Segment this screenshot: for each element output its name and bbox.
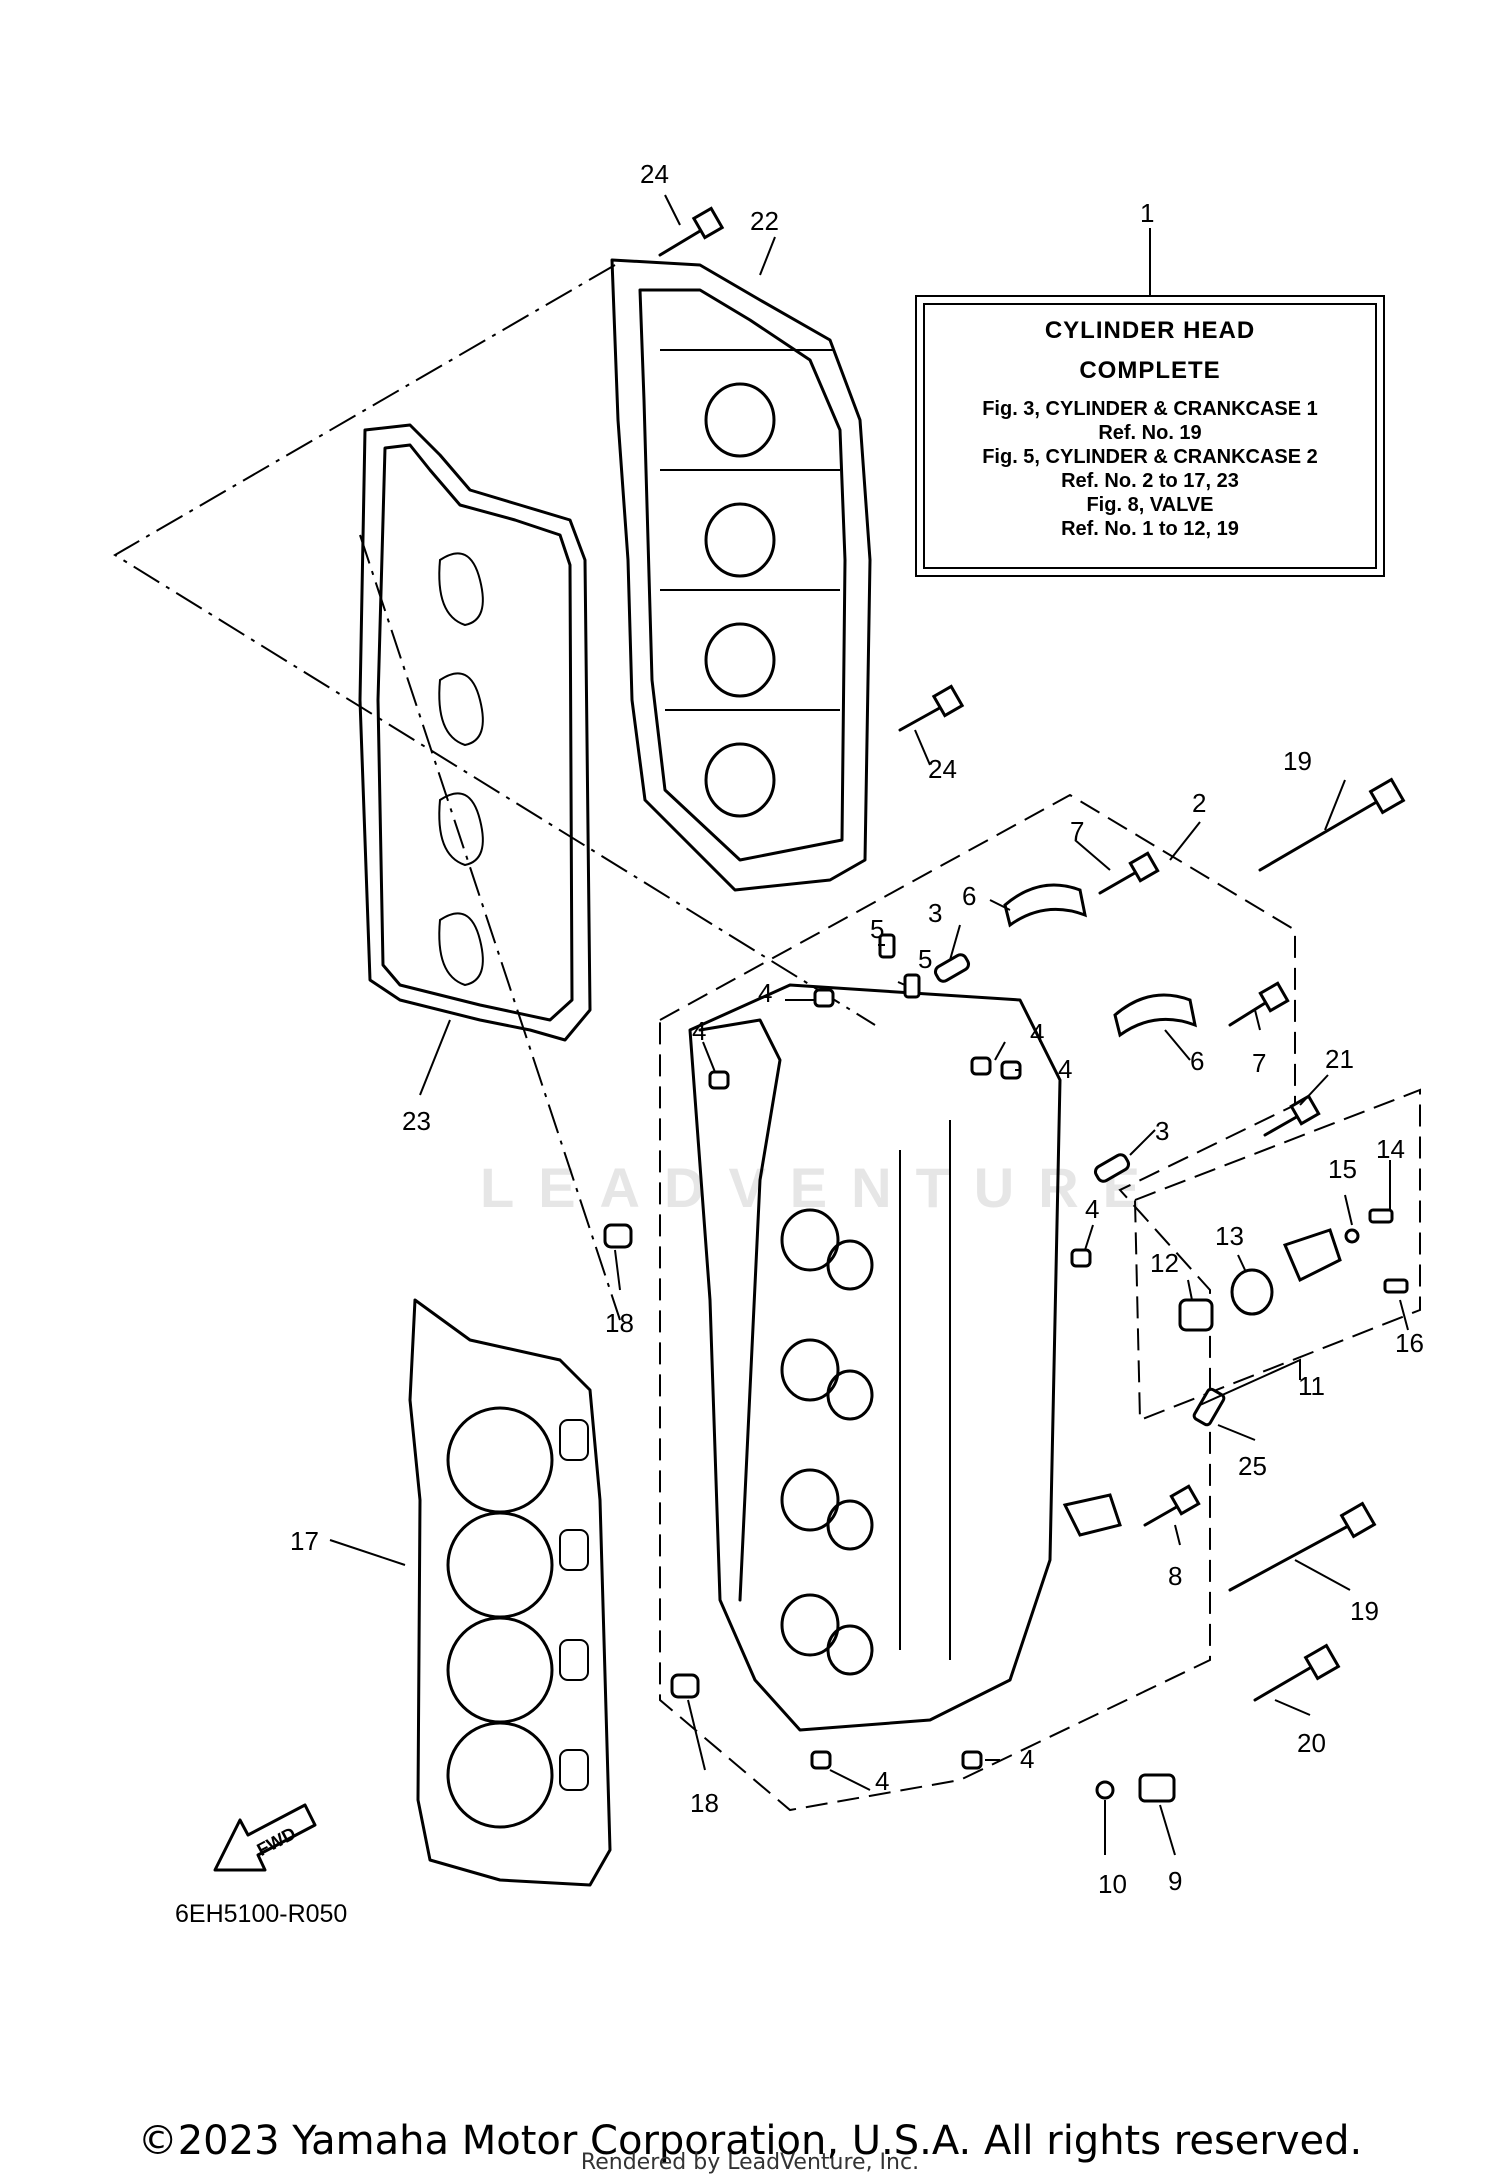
callout-5a: 5 (870, 914, 884, 944)
callout-10: 10 (1098, 1869, 1127, 1899)
callout-numbers: 1 2 3 3 4 4 4 4 4 4 4 5 5 6 6 7 7 8 9 10… (290, 159, 1424, 1899)
cylinder-head-info-box: CYLINDER HEAD COMPLETE Fig. 3, CYLINDER … (915, 295, 1385, 577)
callout-4c: 4 (1030, 1018, 1044, 1048)
callout-4b: 4 (692, 1016, 706, 1046)
callout-22: 22 (750, 206, 779, 236)
info-box-title: CYLINDER HEAD (1044, 317, 1256, 344)
alignment-line-gasket (359, 534, 621, 1321)
callout-24b: 24 (928, 754, 957, 784)
callout-13: 13 (1215, 1221, 1244, 1251)
watermark: LEADVENTURE (480, 1156, 1165, 1219)
callout-14: 14 (1376, 1134, 1405, 1164)
leader-lines (329, 194, 1409, 1856)
info-box-refs: Fig. 3, CYLINDER & CRANKCASE 1 Ref. No. … (917, 397, 1383, 541)
small-parts (603, 206, 1409, 1803)
cylinder-head (688, 983, 1062, 1732)
callout-7a: 7 (1070, 816, 1084, 846)
callout-4g: 4 (1020, 1744, 1034, 1774)
callout-11: 11 (1298, 1371, 1325, 1401)
alignment-line-upper (113, 264, 876, 1026)
diagram-code: 6EH5100-R050 (175, 1900, 348, 1928)
callout-6a: 6 (962, 881, 976, 911)
info-ref-fig: Fig. 8, VALVE (1086, 494, 1214, 516)
copyright-notice: ©2023 Yamaha Motor Corporation, U.S.A. A… (137, 2118, 1363, 2164)
callout-25: 25 (1238, 1451, 1267, 1481)
callout-23: 23 (402, 1106, 431, 1136)
callout-18a: 18 (605, 1308, 634, 1338)
head-gasket (408, 1298, 612, 1887)
callout-4e: 4 (1085, 1194, 1099, 1224)
info-ref-fig: Fig. 5, CYLINDER & CRANKCASE 2 (982, 446, 1318, 468)
callout-21: 21 (1325, 1044, 1354, 1074)
callout-9: 9 (1168, 1866, 1182, 1896)
callout-12: 12 (1150, 1248, 1179, 1278)
info-ref-number: Ref. No. 2 to 17, 23 (1061, 470, 1239, 492)
callout-5b: 5 (918, 944, 932, 974)
callout-2: 2 (1192, 788, 1206, 818)
cylinder-head-cover (610, 258, 872, 892)
callout-4d: 4 (1058, 1054, 1072, 1084)
cover-gasket (358, 423, 592, 1042)
callout-18b: 18 (690, 1788, 719, 1818)
info-box-subtitle: COMPLETE (1079, 357, 1221, 384)
callout-4a: 4 (758, 978, 772, 1008)
callout-3a: 3 (928, 898, 942, 928)
info-ref-number: Ref. No. 19 (1098, 422, 1202, 444)
callout-15: 15 (1328, 1154, 1357, 1184)
subassembly-11-boundary (1133, 1088, 1421, 1422)
cylinder-head-boundary (659, 793, 1296, 1812)
info-ref-fig: Fig. 3, CYLINDER & CRANKCASE 1 (982, 398, 1318, 420)
callout-19b: 19 (1350, 1596, 1379, 1626)
callout-16: 16 (1395, 1328, 1424, 1358)
callout-6b: 6 (1190, 1046, 1204, 1076)
callout-7b: 7 (1252, 1048, 1266, 1078)
callout-24a: 24 (640, 159, 669, 189)
callout-8: 8 (1168, 1561, 1182, 1591)
fwd-arrow: FWD (213, 1803, 317, 1872)
callout-1: 1 (1140, 198, 1154, 228)
callout-19a: 19 (1283, 746, 1312, 776)
callout-3b: 3 (1155, 1116, 1169, 1146)
info-ref-number: Ref. No. 1 to 12, 19 (1061, 518, 1239, 540)
callout-4f: 4 (875, 1766, 889, 1796)
callout-20: 20 (1297, 1728, 1326, 1758)
rendered-by-notice: Rendered by LeadVenture, Inc. (580, 2150, 920, 2175)
callout-17: 17 (290, 1526, 319, 1556)
